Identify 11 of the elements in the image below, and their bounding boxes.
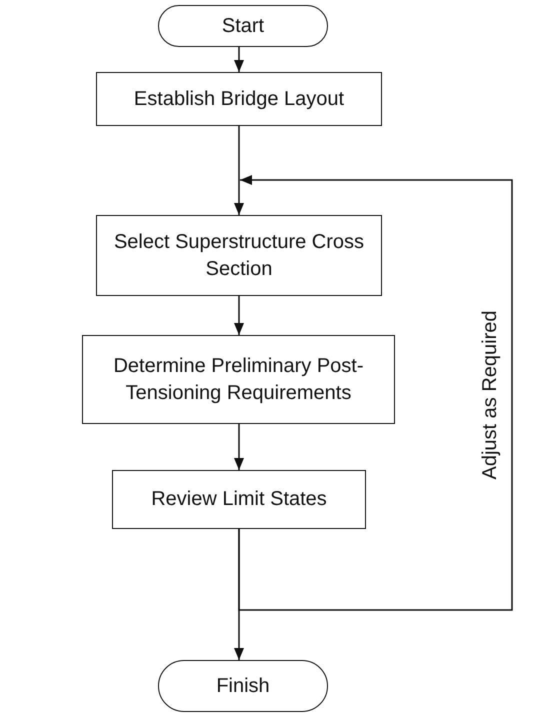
terminal-pill: Finish: [158, 660, 328, 712]
process-box: Review Limit States: [112, 470, 366, 529]
arrow: [234, 424, 244, 470]
arrow: [234, 47, 244, 72]
process-box: Determine Preliminary Post-Tensioning Requirements: [82, 335, 395, 424]
arrow: [234, 296, 244, 335]
process-box: Establish Bridge Layout: [96, 72, 382, 126]
process-box: Select Superstructure Cross Section: [96, 215, 382, 296]
arrow: [234, 126, 244, 215]
terminal-pill: Start: [158, 5, 328, 47]
arrow: [238, 175, 513, 611]
